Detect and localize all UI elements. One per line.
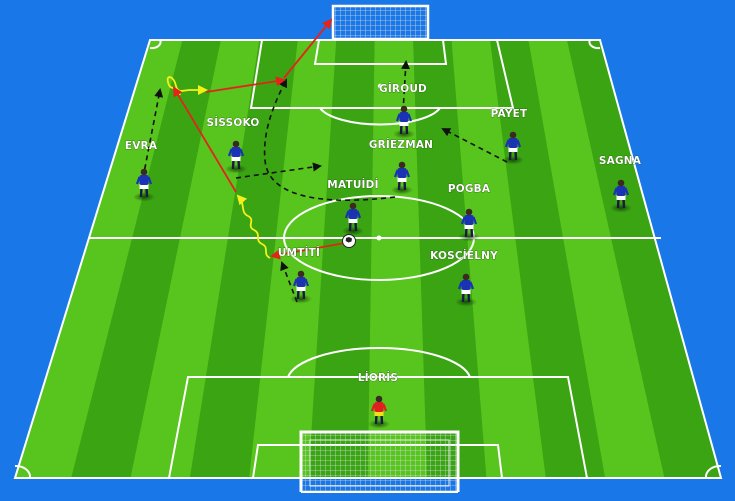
player-head — [463, 274, 470, 281]
player-shirt — [400, 112, 409, 122]
top-goal — [333, 6, 428, 39]
player-shirt — [375, 402, 384, 412]
player-head — [618, 180, 625, 187]
player-shadow — [133, 193, 155, 202]
player-shadow — [225, 165, 247, 174]
player-shirt — [465, 215, 474, 225]
player-name-label: GRİEZMAN — [369, 137, 433, 151]
ball — [343, 235, 356, 248]
player-shadow — [502, 156, 524, 165]
player-name-label: GİROUD — [379, 81, 427, 95]
player-shadow — [290, 295, 312, 304]
player-head — [233, 141, 240, 148]
player-shadow — [342, 227, 364, 236]
player-shadow — [391, 186, 413, 195]
player-name-label: LİORİS — [358, 370, 398, 384]
player-shirt — [462, 280, 471, 290]
player-shadow — [458, 233, 480, 242]
player-name-label: KOSCİELNY — [430, 248, 498, 262]
player-name-label: MATUİDİ — [327, 177, 378, 191]
player-head — [399, 162, 406, 169]
bottom-goal — [301, 432, 458, 492]
player-name-label: POGBA — [448, 183, 491, 195]
player-name-label: SİSSOKO — [206, 115, 259, 129]
player-shadow — [368, 420, 390, 429]
player-shadow — [455, 298, 477, 307]
player-shirt — [232, 147, 241, 157]
centre-spot — [377, 236, 382, 241]
player-shirt — [509, 138, 518, 148]
player-head — [466, 209, 473, 216]
player-name-label: EVRA — [125, 140, 158, 152]
player-shirt — [349, 209, 358, 219]
player-name-label: PAYET — [491, 108, 528, 120]
player-shirt — [297, 277, 306, 287]
player-head — [401, 106, 408, 113]
player-shirt — [617, 186, 626, 196]
player-shirt — [140, 175, 149, 185]
player-head — [298, 271, 305, 278]
player-shadow — [610, 204, 632, 213]
player-shirt — [398, 168, 407, 178]
player-head — [350, 203, 357, 210]
player-name-label: SAGNA — [599, 155, 642, 167]
player-head — [376, 396, 383, 403]
player-name-label: UMTİTİ — [278, 245, 320, 259]
player-shadow — [393, 130, 415, 139]
player-head — [141, 169, 148, 176]
player-head — [510, 132, 517, 139]
